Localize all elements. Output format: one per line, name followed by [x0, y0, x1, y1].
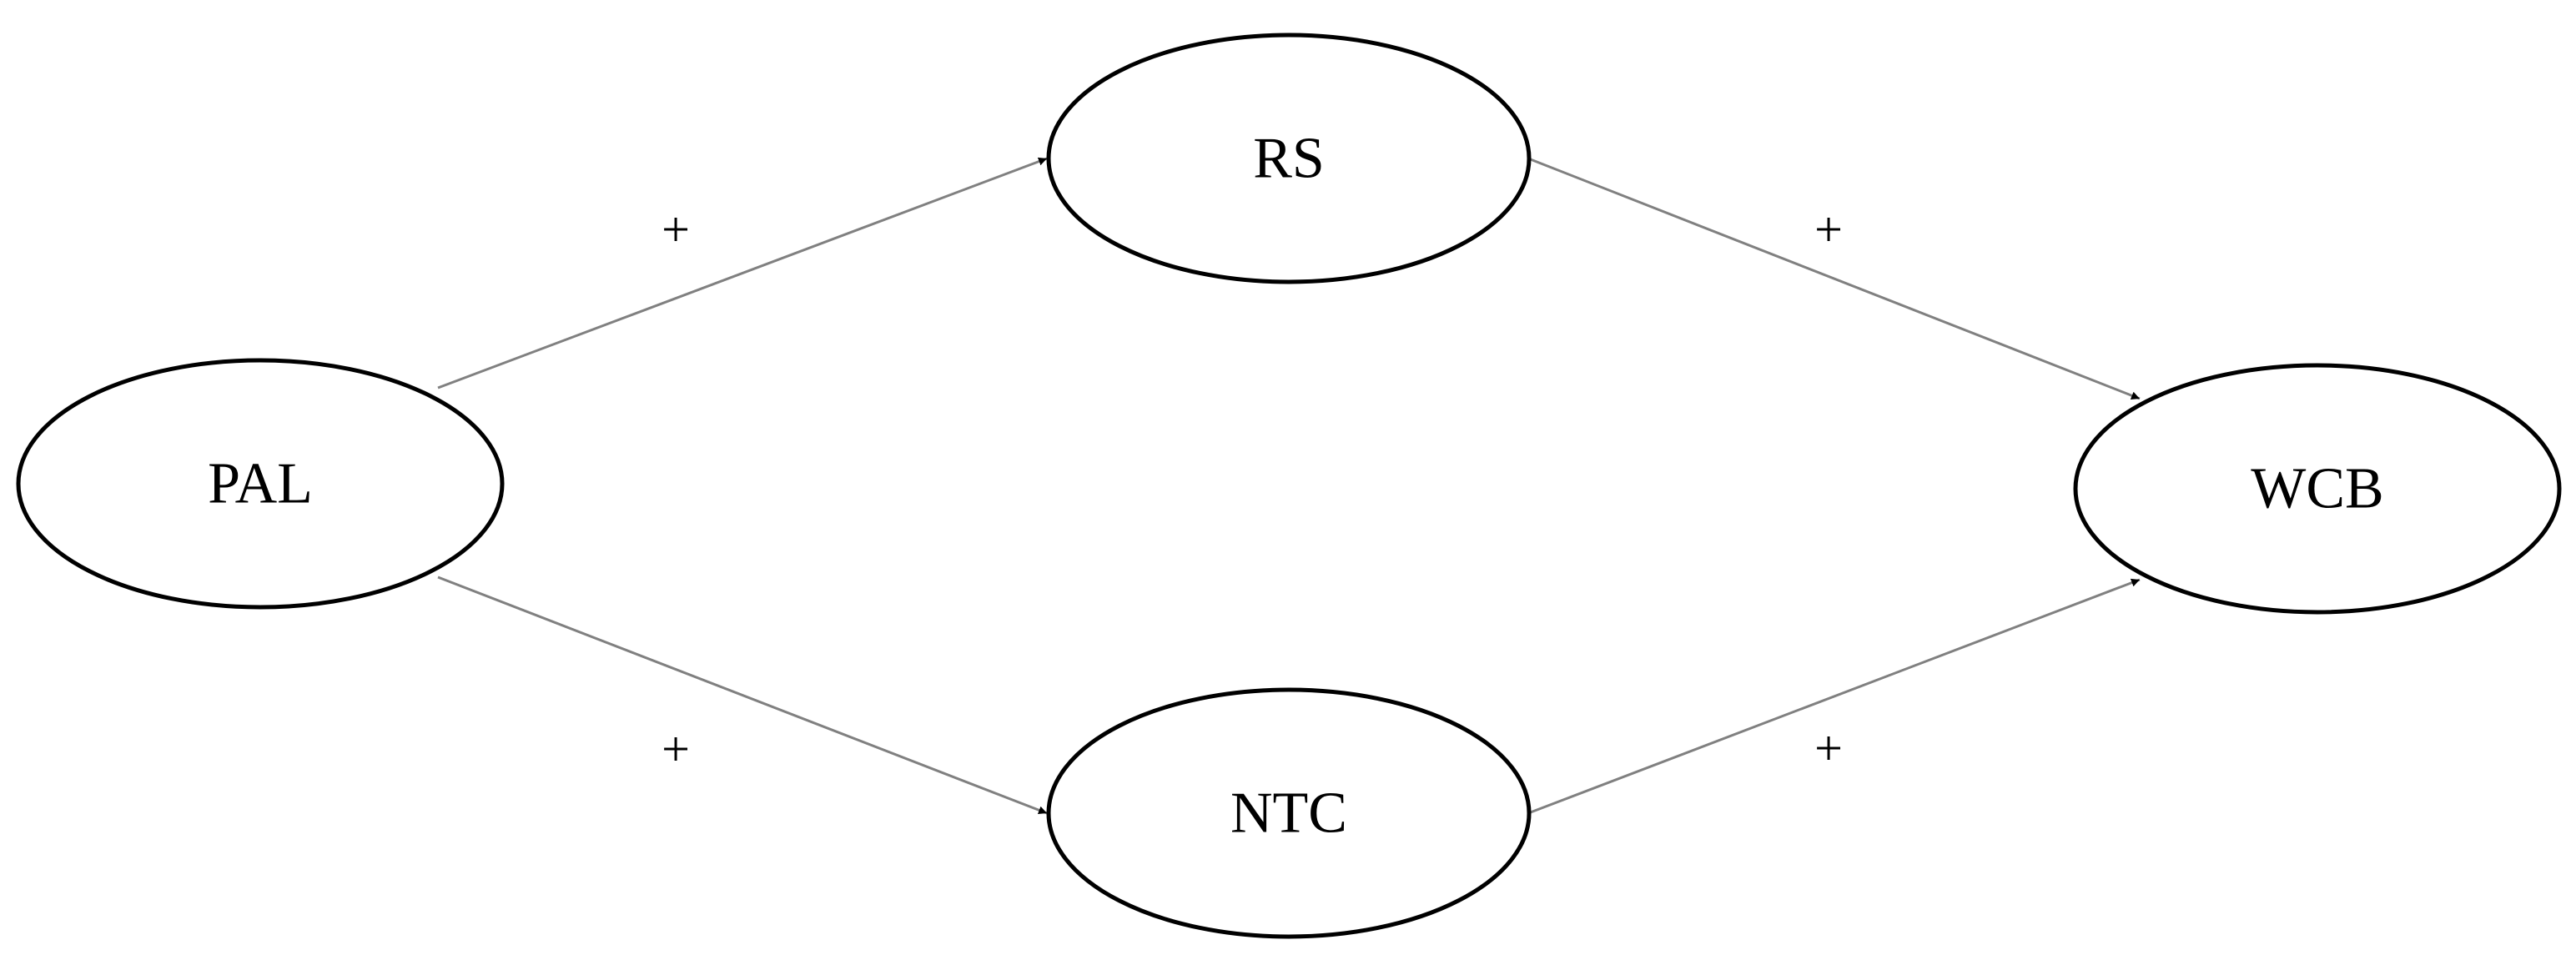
node-pal-label: PAL [208, 452, 313, 516]
node-ntc-ellipse [1046, 687, 1532, 939]
edge-pal-ntc-sign: + [662, 721, 690, 777]
node-wcb: WCB [2073, 363, 2562, 615]
node-ntc-label: NTC [1230, 782, 1347, 846]
node-pal-ellipse [16, 358, 505, 610]
edge-pal-rs-line [437, 157, 1048, 390]
edge-pal-ntc-line [437, 575, 1048, 815]
edge-ntc-wcb-line [1527, 578, 2141, 815]
node-rs-ellipse [1046, 33, 1532, 284]
edge-ntc-wcb-sign: + [1814, 721, 1843, 776]
edge-rs-wcb-sign: + [1814, 202, 1843, 257]
edge-signs: + + + + [662, 202, 1843, 777]
node-ntc: NTC [1046, 687, 1532, 939]
node-pal: PAL [16, 358, 505, 610]
node-rs-label: RS [1253, 127, 1325, 191]
node-wcb-ellipse [2073, 363, 2562, 615]
node-wcb-label: WCB [2251, 457, 2383, 521]
node-rs: RS [1046, 33, 1532, 284]
edges [437, 157, 2141, 815]
edge-pal-rs-sign: + [662, 202, 690, 257]
edge-rs-wcb-line [1527, 157, 2141, 400]
